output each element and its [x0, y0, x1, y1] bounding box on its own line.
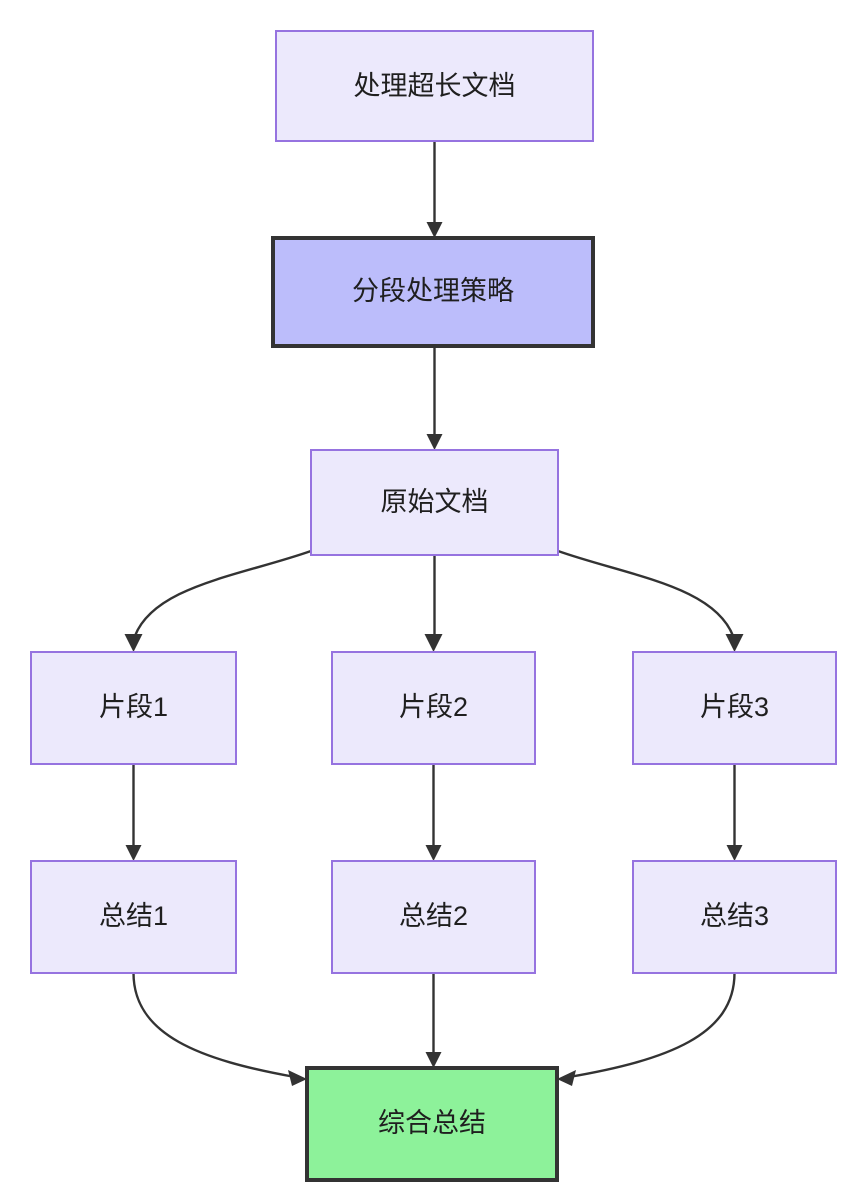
edge-n5-n8	[425, 764, 442, 861]
node-label: 片段2	[399, 692, 468, 722]
edge-n4-n7	[125, 764, 142, 861]
edge-n7-n10	[132, 972, 307, 1086]
node-segment-1[interactable]: 片段1	[30, 651, 237, 765]
edge-n3-n6	[557, 549, 744, 652]
node-label: 总结2	[399, 901, 468, 931]
edge-n1-n2	[426, 141, 443, 238]
edge-n3-n4	[124, 549, 312, 652]
node-label: 片段3	[700, 692, 769, 722]
edge-n9-n10	[557, 972, 736, 1086]
node-label: 总结1	[99, 901, 168, 931]
edge-layer	[124, 141, 744, 1086]
edge-n3-n5	[424, 555, 443, 652]
node-process-long-document[interactable]: 处理超长文档	[275, 30, 594, 142]
edge-n2-n3	[426, 346, 443, 450]
node-combined-summary[interactable]: 综合总结	[305, 1066, 559, 1182]
node-label: 片段1	[99, 692, 168, 722]
node-segment-3[interactable]: 片段3	[632, 651, 837, 765]
node-label: 处理超长文档	[354, 71, 516, 101]
node-original-document[interactable]: 原始文档	[310, 449, 559, 556]
node-label: 原始文档	[381, 487, 489, 517]
edge-n6-n9	[726, 764, 743, 861]
edge-n8-n10	[425, 973, 442, 1068]
node-layer: 处理超长文档 分段处理策略 原始文档 片段1 片段2 片段3	[30, 30, 837, 1182]
node-segment-2[interactable]: 片段2	[331, 651, 536, 765]
node-label: 综合总结	[378, 1108, 486, 1138]
node-summary-2[interactable]: 总结2	[331, 860, 536, 974]
node-summary-3[interactable]: 总结3	[632, 860, 837, 974]
node-label: 总结3	[700, 901, 769, 931]
node-label: 分段处理策略	[352, 276, 514, 306]
node-chunking-strategy[interactable]: 分段处理策略	[271, 236, 595, 348]
node-summary-1[interactable]: 总结1	[30, 860, 237, 974]
